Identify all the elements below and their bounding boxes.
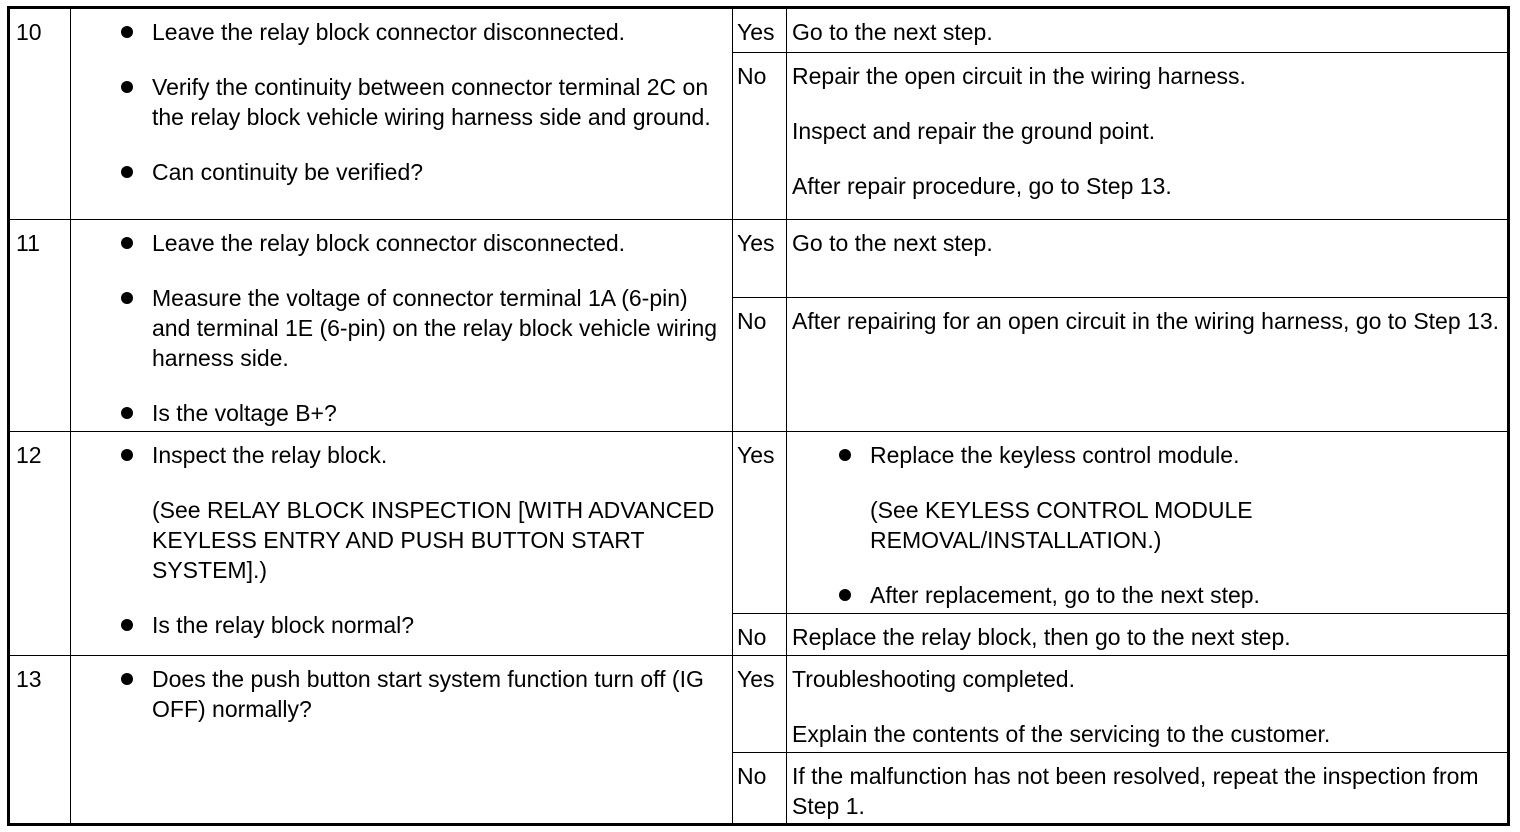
table-row: No Replace the relay block, then go to t… xyxy=(9,613,1509,656)
list-item: Can continuity be verified? xyxy=(119,157,724,187)
list-item: Leave the relay block connector disconne… xyxy=(119,17,724,47)
bullet-icon xyxy=(121,292,133,304)
action-text: Go to the next step. xyxy=(792,230,993,256)
table-row: No Repair the open circuit in the wiring… xyxy=(9,52,1509,220)
inspection-cell: Does the push button start system functi… xyxy=(70,655,733,825)
step-number: 10 xyxy=(8,7,71,220)
troubleshooting-table: 10 Leave the relay block connector disco… xyxy=(7,6,1510,826)
bullet-icon xyxy=(121,673,133,685)
bullet-icon xyxy=(121,81,133,93)
bullet-icon xyxy=(121,449,133,461)
list-item: After replacement, go to the next step. xyxy=(837,580,1499,610)
result-label: Yes xyxy=(732,219,787,298)
bullet-icon xyxy=(839,589,851,601)
action-cell: Repair the open circuit in the wiring ha… xyxy=(786,52,1509,220)
result-label: Yes xyxy=(732,431,787,614)
action-cell: Replace the keyless control module. (See… xyxy=(786,431,1509,614)
list-item: (See KEYLESS CONTROL MODULE REMOVAL/INST… xyxy=(870,497,1253,553)
bullet-icon xyxy=(121,26,133,38)
bullet-icon xyxy=(121,166,133,178)
table-row: 11 Leave the relay block connector disco… xyxy=(8,219,1509,432)
result-label: Yes xyxy=(732,7,787,53)
action-cell: If the malfunction has not been resolved… xyxy=(786,752,1509,825)
action-cell: After repairing for an open circuit in t… xyxy=(786,297,1509,432)
result-label: No xyxy=(732,297,787,432)
action-text: Repair the open circuit in the wiring ha… xyxy=(792,63,1246,89)
action-text: Troubleshooting completed. xyxy=(792,666,1075,692)
list-item: Verify the continuity between connector … xyxy=(119,72,724,132)
bullet-icon xyxy=(121,237,133,249)
result-label: Yes xyxy=(732,655,787,753)
table-row: 12 Inspect the relay block. (See RELAY B… xyxy=(8,431,1509,656)
table-row: 10 Leave the relay block connector disco… xyxy=(8,7,1509,220)
inspection-cell: Leave the relay block connector disconne… xyxy=(70,7,733,220)
inspection-cell: Leave the relay block connector disconne… xyxy=(70,219,733,432)
list-item: (See RELAY BLOCK INSPECTION [WITH ADVANC… xyxy=(152,497,715,583)
list-item: Leave the relay block connector disconne… xyxy=(119,228,724,258)
action-cell: Go to the next step. xyxy=(786,7,1509,53)
list-item: Is the relay block normal? xyxy=(119,610,724,640)
result-label: No xyxy=(732,752,787,825)
bullet-icon xyxy=(839,449,851,461)
action-cell: Replace the relay block, then go to the … xyxy=(786,613,1509,656)
result-label: No xyxy=(732,52,787,220)
list-item: Inspect the relay block. xyxy=(119,440,724,470)
bullet-icon xyxy=(121,619,133,631)
action-text: If the malfunction has not been resolved… xyxy=(792,763,1479,819)
step-number: 12 xyxy=(8,431,71,656)
action-text: Replace the relay block, then go to the … xyxy=(792,624,1291,650)
inspection-cell: Inspect the relay block. (See RELAY BLOC… xyxy=(70,431,733,656)
step-number: 11 xyxy=(8,219,71,432)
result-label: No xyxy=(732,613,787,656)
table-row: No If the malfunction has not been resol… xyxy=(9,752,1509,825)
action-text: Go to the next step. xyxy=(792,19,993,45)
table-row: 13 Does the push button start system fun… xyxy=(8,655,1509,825)
action-text: After repair procedure, go to Step 13. xyxy=(792,173,1172,199)
list-item: Replace the keyless control module. xyxy=(837,440,1499,470)
action-text: Explain the contents of the servicing to… xyxy=(792,721,1331,747)
bullet-icon xyxy=(121,407,133,419)
list-item: Is the voltage B+? xyxy=(119,398,724,428)
action-text: Inspect and repair the ground point. xyxy=(792,118,1156,144)
list-item: Measure the voltage of connector termina… xyxy=(119,283,724,373)
step-number: 13 xyxy=(8,655,71,825)
action-cell: Troubleshooting completed. Explain the c… xyxy=(786,655,1509,753)
action-cell: Go to the next step. xyxy=(786,219,1509,298)
list-item: Does the push button start system functi… xyxy=(119,664,724,724)
action-text: After repairing for an open circuit in t… xyxy=(792,308,1500,334)
